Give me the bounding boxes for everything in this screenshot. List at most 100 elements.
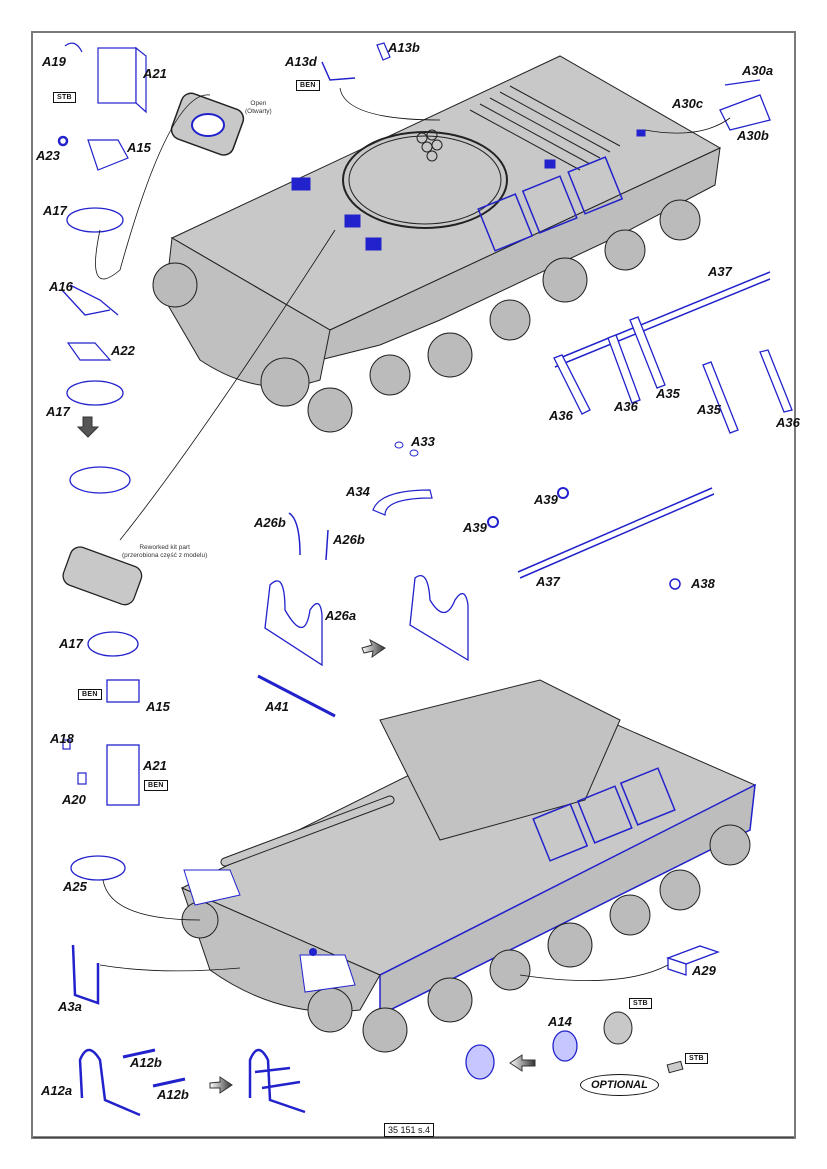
sprocket-upper bbox=[152, 262, 310, 407]
part-a20 bbox=[77, 772, 87, 785]
label-a16: A16 bbox=[49, 279, 73, 294]
parts-a35-a36 bbox=[553, 316, 793, 434]
down-arrow bbox=[76, 416, 100, 438]
spare-track-brackets-lower bbox=[532, 767, 676, 862]
label-a38: A38 bbox=[691, 576, 715, 591]
optional-badge: OPTIONAL bbox=[580, 1074, 659, 1096]
lower-hull-side bbox=[379, 783, 756, 1017]
engine-grille bbox=[469, 85, 621, 171]
tag-ben-a13: BEN bbox=[296, 80, 320, 91]
upper-hull-assembly bbox=[152, 55, 722, 433]
part-a34 bbox=[372, 489, 433, 516]
label-a29: A29 bbox=[692, 963, 716, 978]
tag-stb-housing: STB bbox=[629, 998, 652, 1009]
part-a14 bbox=[552, 1030, 578, 1062]
label-a21-low: A21 bbox=[143, 758, 167, 773]
lead-line-reworked bbox=[119, 229, 336, 541]
road-wheels-lower bbox=[362, 824, 751, 1053]
part-a18 bbox=[62, 739, 71, 750]
label-a41: A41 bbox=[265, 699, 289, 714]
part-a41 bbox=[257, 674, 336, 718]
lead-line-a13 bbox=[339, 87, 441, 121]
hatch-parts-upper bbox=[291, 129, 646, 251]
label-a34: A34 bbox=[346, 484, 370, 499]
part-a17-low bbox=[87, 631, 139, 657]
page-number: 35 151 s.4 bbox=[384, 1123, 435, 1137]
label-a30a: A30a bbox=[742, 63, 774, 78]
label-a15-low: A15 bbox=[146, 699, 170, 714]
lead-line-a30 bbox=[644, 117, 731, 134]
sheet-frame bbox=[31, 31, 796, 1139]
headlight-blue bbox=[309, 948, 317, 956]
label-a12b-2: A12b bbox=[157, 1087, 189, 1102]
part-a39-right bbox=[557, 487, 569, 499]
part-a17-mid bbox=[66, 380, 124, 406]
assembled-a16-a22-a17 bbox=[69, 466, 131, 494]
part-a3a bbox=[71, 944, 100, 1005]
upper-hull-front-plate bbox=[164, 237, 331, 388]
lead-line-open bbox=[95, 94, 211, 280]
label-a26a: A26a bbox=[325, 608, 357, 623]
label-a30c: A30c bbox=[672, 96, 704, 111]
label-a17-mid: A17 bbox=[46, 404, 70, 419]
periscope-a21-top bbox=[97, 46, 147, 114]
part-a37-upper bbox=[554, 271, 771, 368]
lead-line-a3a bbox=[99, 964, 241, 972]
label-a3a: A3a bbox=[58, 999, 82, 1014]
track-guard-covers bbox=[183, 869, 356, 993]
label-a22: A22 bbox=[111, 343, 135, 358]
note-open-pl: (Otwarty) bbox=[245, 108, 272, 115]
tag-stb-a23: STB bbox=[53, 92, 76, 103]
label-a36-1: A36 bbox=[549, 408, 573, 423]
assembled-a12 bbox=[248, 1048, 306, 1114]
label-a35-2: A35 bbox=[697, 402, 721, 417]
stb-light-stem bbox=[666, 1060, 684, 1074]
label-a17-low: A17 bbox=[59, 636, 83, 651]
label-a13d: A13d bbox=[285, 54, 317, 69]
gun-barrel-inner bbox=[221, 796, 394, 866]
tag-stb-stem: STB bbox=[685, 1053, 708, 1064]
note-open: Open(Otwarty) bbox=[245, 100, 272, 116]
stb-light-housing bbox=[603, 1011, 633, 1045]
tag-ben-a15: BEN bbox=[78, 689, 102, 700]
part-a12b-2 bbox=[152, 1077, 186, 1088]
right-arrow-a26 bbox=[361, 638, 386, 659]
part-a13d bbox=[321, 61, 356, 81]
note-reworked-en: Reworked kit part bbox=[139, 544, 190, 551]
part-a25 bbox=[70, 855, 126, 881]
part-a17-top bbox=[66, 207, 124, 233]
label-a36-3: A36 bbox=[776, 415, 800, 430]
lead-line-a29 bbox=[519, 964, 669, 982]
label-a35-1: A35 bbox=[656, 386, 680, 401]
left-arrow-a14 bbox=[509, 1054, 536, 1072]
part-a15-top bbox=[87, 139, 129, 171]
turret-ring-inner bbox=[348, 135, 502, 225]
label-a39-2: A39 bbox=[463, 520, 487, 535]
part-a16 bbox=[61, 284, 119, 316]
label-a37-bottom: A37 bbox=[536, 574, 560, 589]
label-a25: A25 bbox=[63, 879, 87, 894]
label-a26b-1: A26b bbox=[254, 515, 286, 530]
part-a33 bbox=[394, 441, 419, 457]
label-a23: A23 bbox=[36, 148, 60, 163]
label-a33: A33 bbox=[411, 434, 435, 449]
label-a36-2: A36 bbox=[614, 399, 638, 414]
part-a21-low bbox=[106, 744, 140, 806]
label-a15-top: A15 bbox=[127, 140, 151, 155]
part-a22 bbox=[66, 342, 112, 361]
spare-track-brackets bbox=[477, 156, 624, 252]
part-a12b-1 bbox=[122, 1048, 156, 1059]
label-a19: A19 bbox=[42, 54, 66, 69]
road-wheels-upper bbox=[307, 199, 701, 433]
part-a15-low bbox=[106, 679, 140, 703]
part-a29 bbox=[666, 945, 720, 976]
tag-ben-a21: BEN bbox=[144, 780, 168, 791]
right-arrow-a12 bbox=[209, 1076, 233, 1094]
label-a14: A14 bbox=[548, 1014, 572, 1029]
label-a30b: A30b bbox=[737, 128, 769, 143]
assembled-light bbox=[465, 1044, 495, 1080]
label-a39-1: A39 bbox=[534, 492, 558, 507]
label-a21-top: A21 bbox=[143, 66, 167, 81]
label-a13b: A13b bbox=[388, 40, 420, 55]
